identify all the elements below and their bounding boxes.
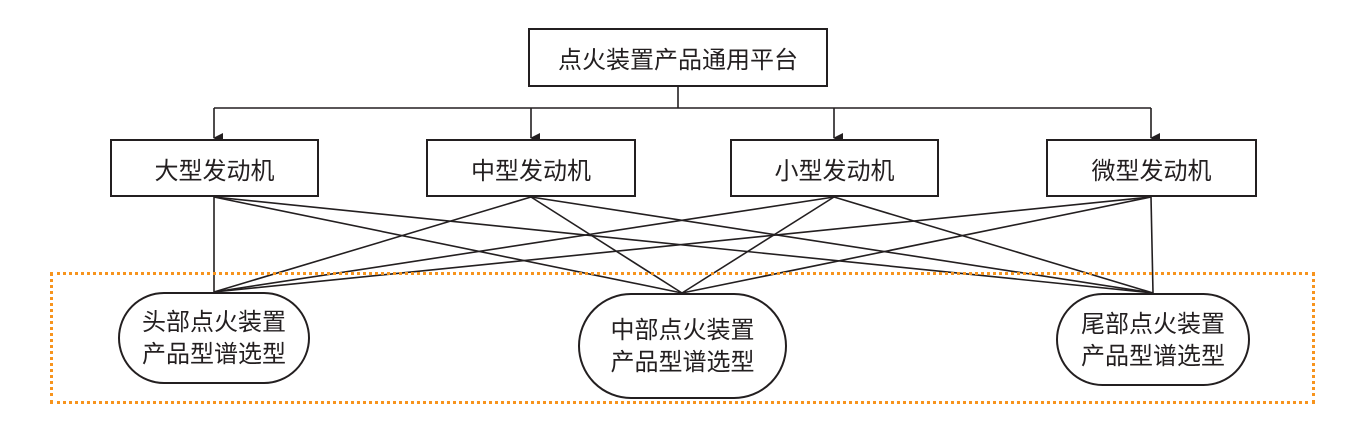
edge-small-to-tail [833,196,1154,294]
engine-node-large: 大型发动机 [110,139,319,197]
edge-medium-to-tail [530,196,1154,294]
selection-node-head: 头部点火装置 产品型谱选型 [118,292,310,384]
engine-label: 大型发动机 [154,156,275,185]
selection-line2: 产品型谱选型 [1081,341,1225,370]
edge-small-to-middle [681,196,835,294]
selection-line2: 产品型谱选型 [142,340,286,368]
selection-line2: 产品型谱选型 [610,348,755,376]
selection-line1: 尾部点火装置 [1081,309,1225,338]
engine-node-micro: 微型发动机 [1046,139,1257,197]
edge-medium-to-head [213,196,532,293]
engine-node-medium: 中型发动机 [426,139,636,197]
edge-large-to-middle [213,196,683,294]
engine-node-small: 小型发动机 [730,139,939,197]
edge-micro-to-tail [1150,196,1154,294]
root-node: 点火装置产品通用平台 [528,28,828,87]
edge-small-to-head [213,196,835,293]
edge-medium-to-middle [530,196,683,294]
edge-micro-to-middle [681,196,1152,294]
selection-node-middle: 中部点火装置 产品型谱选型 [578,293,787,399]
engine-label: 微型发动机 [1091,156,1212,185]
edge-micro-to-head [213,196,1152,293]
engine-label: 小型发动机 [774,156,895,185]
selection-line1: 头部点火装置 [142,308,286,336]
root-label: 点火装置产品通用平台 [558,46,798,74]
engine-label: 中型发动机 [471,156,591,185]
selection-node-tail: 尾部点火装置 产品型谱选型 [1056,293,1250,386]
selection-group-border [50,272,1315,404]
selection-line1: 中部点火装置 [610,316,755,344]
